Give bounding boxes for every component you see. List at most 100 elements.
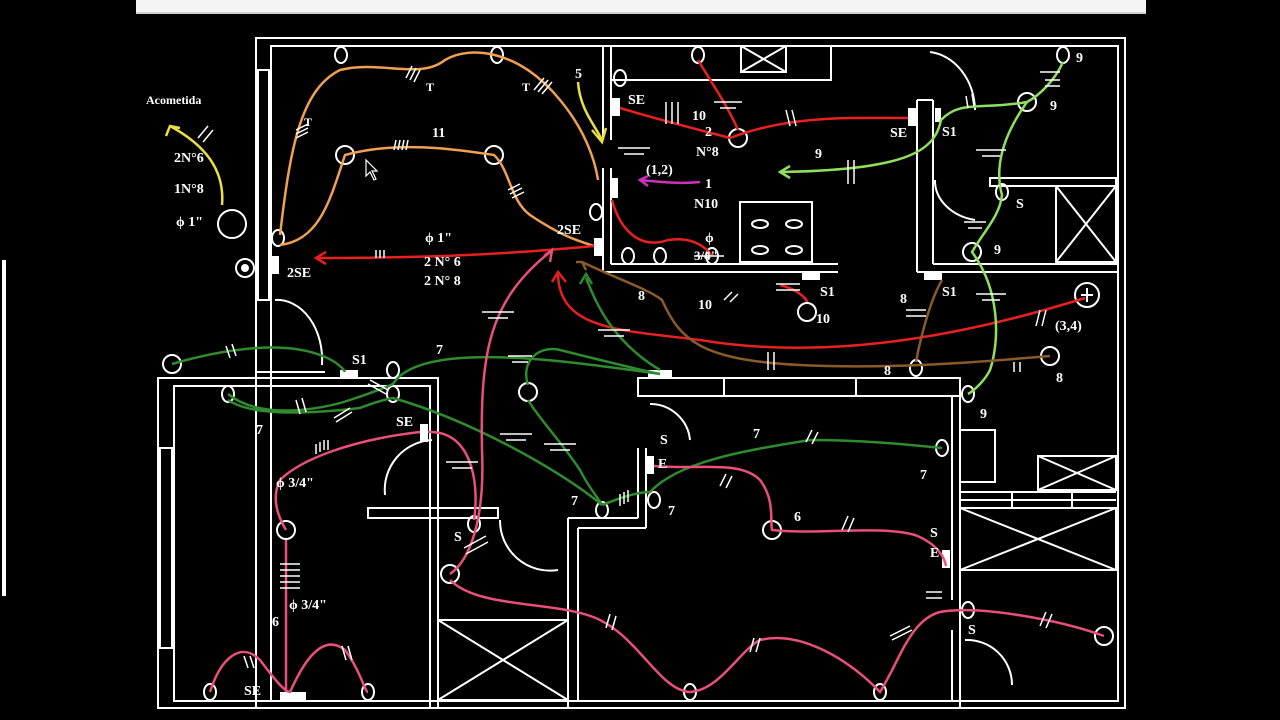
red-circuit — [610, 199, 714, 257]
red-circuit — [696, 59, 740, 131]
switchboard-panel — [271, 256, 279, 274]
label: S — [454, 530, 462, 545]
outlet-icon — [647, 491, 661, 509]
label: 2SE — [287, 266, 311, 281]
arrows — [164, 124, 791, 285]
label: SE — [628, 93, 645, 108]
label-t: T — [304, 115, 312, 129]
pink-circuit — [449, 579, 1105, 695]
label: 6 — [794, 510, 801, 525]
red-circuit — [556, 274, 1086, 350]
label: SE — [396, 415, 413, 430]
pink-circuit — [449, 251, 551, 576]
service-conduit: ϕ 1" — [176, 215, 203, 230]
outer-wall — [255, 37, 1126, 709]
outlet-icon — [334, 46, 348, 64]
outlet-icon — [621, 247, 635, 265]
label: 8 — [884, 364, 891, 379]
service-cable-1: 2N°6 — [174, 151, 204, 166]
outlet-icon — [961, 385, 975, 403]
light-green-circuit — [779, 61, 1065, 174]
label: S — [1016, 197, 1024, 212]
label: 10 — [692, 109, 706, 124]
label: 2 N° 6 — [424, 255, 461, 270]
green-circuit — [526, 399, 604, 506]
red-circuit — [779, 283, 809, 303]
green-circuit — [601, 438, 943, 507]
label: S — [930, 526, 938, 541]
outlet-icon — [873, 683, 887, 701]
outlet-icon — [595, 501, 609, 519]
outlet-icon — [589, 203, 603, 221]
outlet-icon — [653, 247, 667, 265]
label: S — [968, 623, 976, 638]
label: N°8 — [696, 145, 719, 160]
label: 2SE — [557, 223, 581, 238]
label: 8 — [638, 289, 645, 304]
outlet-icon — [203, 683, 217, 701]
label: N10 — [694, 197, 718, 212]
outlet-icon — [1056, 46, 1070, 64]
left-frame-bar — [2, 260, 6, 596]
label: (1,2) — [646, 163, 673, 178]
label: ϕ 1" — [425, 231, 452, 246]
label: 9 — [980, 407, 987, 422]
magenta-circuit — [639, 178, 701, 185]
label: 8 — [1056, 371, 1063, 386]
pink-circuit — [274, 430, 421, 531]
label: SE — [244, 684, 261, 699]
green-circuit — [227, 396, 603, 506]
green-circuit — [227, 355, 661, 412]
label: 7 — [436, 343, 443, 358]
label: 7 — [668, 504, 675, 519]
label: 9 — [994, 243, 1001, 258]
ground-icon — [217, 209, 247, 239]
label: 5 — [575, 67, 582, 82]
outlet-icon — [909, 359, 923, 377]
label: 2 — [705, 125, 712, 140]
orange-circuit — [278, 51, 600, 236]
label: S1 — [942, 285, 957, 300]
label: SE — [890, 126, 907, 141]
light-fixture-icon — [484, 145, 504, 165]
label-t: T — [522, 80, 530, 94]
label: 10 — [816, 312, 830, 327]
label: 9 — [1050, 99, 1057, 114]
brown-circuit — [581, 260, 1051, 368]
red-circuit — [317, 244, 595, 260]
orange-circuit — [279, 145, 595, 248]
green-circuit — [525, 347, 661, 386]
label: 9 — [815, 147, 822, 162]
pink-circuit — [653, 464, 948, 567]
label: (3,4) — [1055, 319, 1082, 334]
label: S1 — [942, 125, 957, 140]
label: 3/4" — [694, 248, 718, 263]
light-fixture-icon — [518, 382, 538, 402]
ground-symbols — [446, 71, 1060, 469]
label: E — [930, 546, 939, 561]
outlet-icon — [271, 229, 285, 247]
label: 1 — [705, 177, 712, 192]
service-title: Acometida — [146, 93, 201, 107]
label: 7 — [920, 468, 927, 483]
outlet-icon — [691, 46, 705, 64]
label: 7 — [753, 427, 760, 442]
label: 11 — [432, 126, 445, 141]
meter-icon — [1074, 282, 1100, 308]
label: ϕ 3/4" — [289, 598, 327, 613]
green-circuit — [171, 346, 347, 373]
tick-marks — [197, 65, 1060, 669]
label: 2 N° 8 — [424, 274, 461, 289]
yellow-circuit — [169, 124, 224, 206]
outlet-icon — [361, 683, 375, 701]
brown-circuit — [914, 279, 944, 363]
walls — [157, 37, 1126, 709]
outlet-icon — [386, 385, 400, 403]
pink-circuit — [208, 643, 370, 694]
light-fixture-icon — [335, 145, 355, 165]
label: ϕ 3/4" — [276, 476, 314, 491]
light-fixture-icon — [276, 520, 296, 540]
green-circuit — [584, 277, 661, 372]
label: 9 — [1076, 51, 1083, 66]
light-green-circuit — [967, 101, 1029, 396]
